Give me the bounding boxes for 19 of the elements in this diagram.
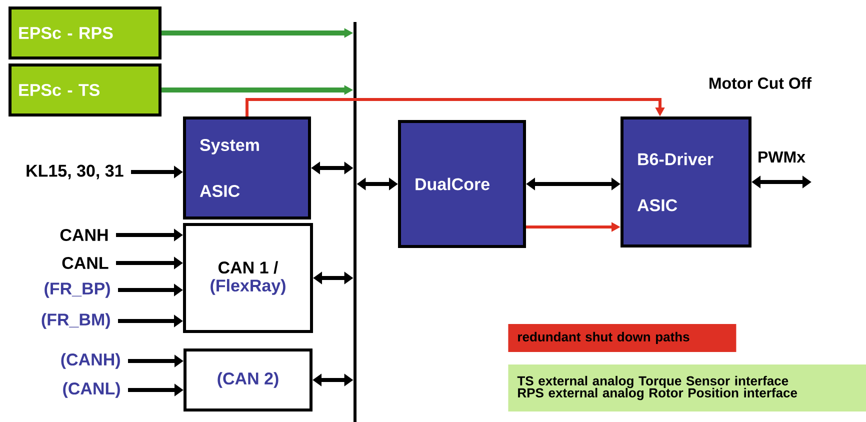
signal-label: CANL <box>62 256 108 270</box>
can-box: (CAN 2) <box>184 348 312 412</box>
key-box: TS external analog Torque Sensor interface RPS external analog Rotor Position interface <box>508 364 866 412</box>
signal-label: (CANH) <box>61 353 120 369</box>
sensor-box: EPSc - RPS <box>8 6 162 60</box>
asic-box: System ASIC <box>183 116 311 220</box>
driver-box: B6-Driver ASIC <box>620 116 752 248</box>
processor-box: DualCore <box>398 120 526 248</box>
sensor-box: EPSc - TS <box>8 64 162 116</box>
signal-label: (FR_BP) <box>44 282 110 298</box>
key-box: redundant shut down paths <box>508 324 736 352</box>
can-box: CAN 1 / (FlexRay) <box>183 223 313 333</box>
caption-text: Motor Cut Off <box>710 77 812 89</box>
signal-label: CANH <box>60 228 108 242</box>
arrow <box>246 98 665 116</box>
signal-label: KL15, 30, 31 <box>26 164 124 180</box>
signal-label: (FR_BM) <box>42 313 110 329</box>
edge-label: PWMx <box>758 151 806 162</box>
signal-label: (CANL) <box>63 382 120 398</box>
